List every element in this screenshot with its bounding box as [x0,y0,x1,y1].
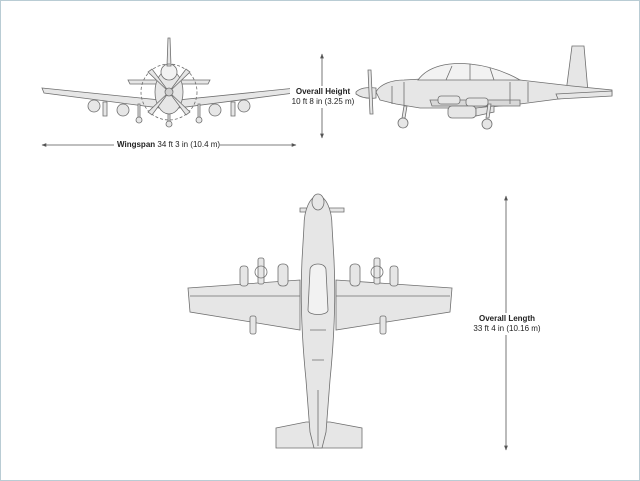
length-label: Overall Length 33 ft 4 in (10.16 m) [468,314,546,334]
wingspan-title: Wingspan [117,140,156,149]
length-value: 33 ft 4 in (10.16 m) [473,324,541,333]
front-view [41,37,297,128]
wingspan-label: Wingspan 34 ft 3 in (10.4 m) [117,140,220,150]
length-title: Overall Length [478,314,535,323]
side-view [355,45,613,130]
height-label: Overall Height 10 ft 8 in (3.25 m) [288,87,358,107]
top-view [187,193,453,449]
height-title: Overall Height [295,87,351,96]
height-value: 10 ft 8 in (3.25 m) [291,97,355,106]
wingspan-value: 34 ft 3 in (10.4 m) [157,140,221,149]
